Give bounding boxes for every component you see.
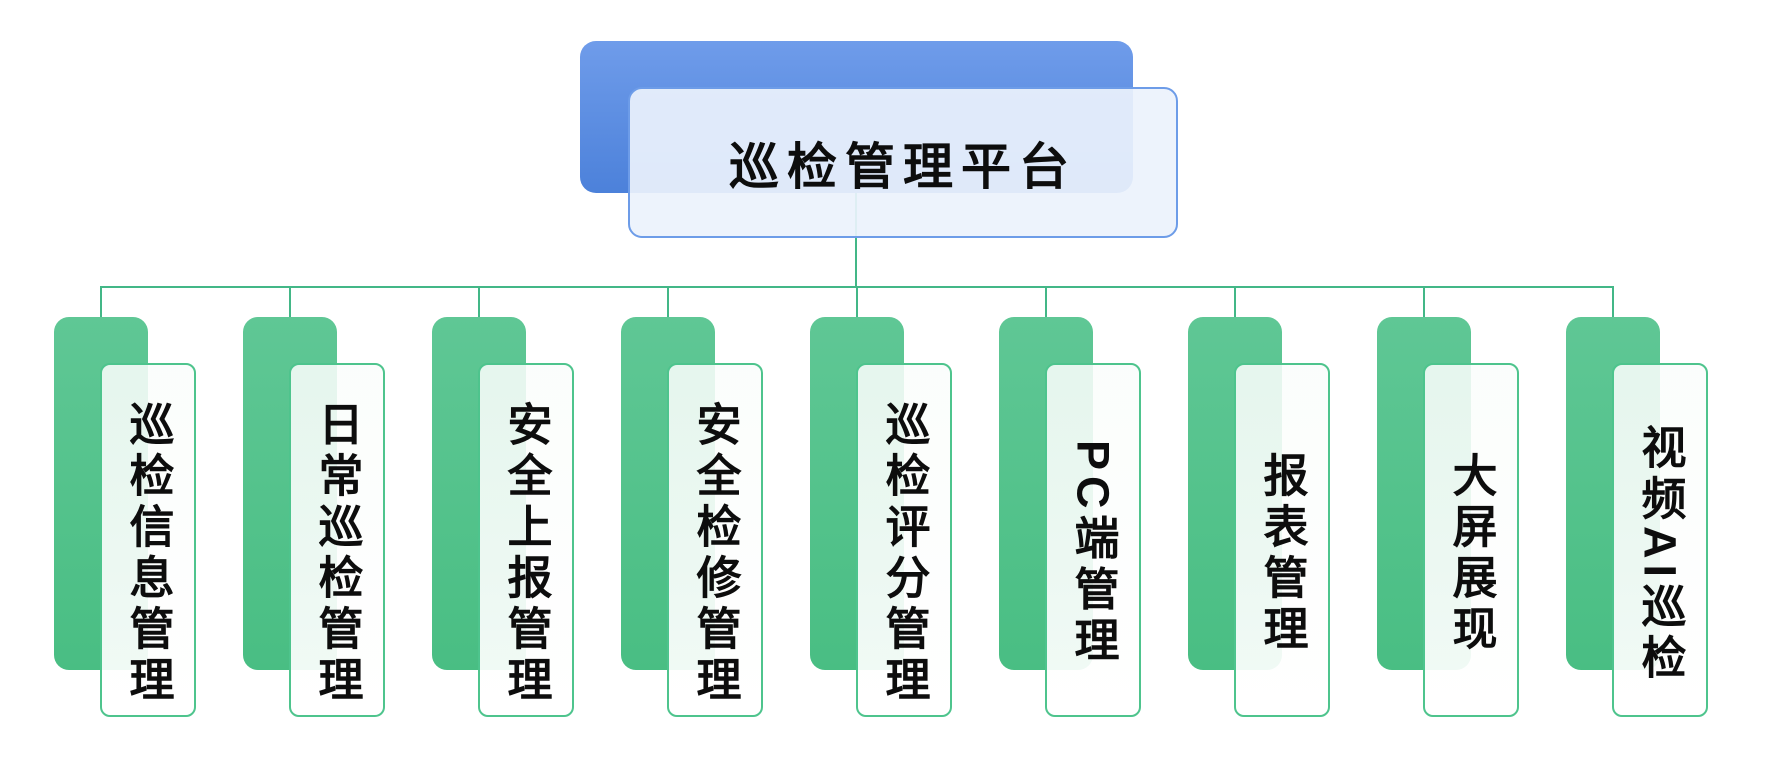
module-card: 视频AI巡检 [1612, 363, 1708, 717]
connector-drop [1423, 286, 1425, 320]
connector-drop [856, 286, 858, 320]
module-node: 大屏展现 [1377, 286, 1573, 722]
module-label: 安全检修管理 [689, 401, 741, 707]
module-card: PC端管理 [1045, 363, 1141, 717]
module-card: 日常巡检管理 [289, 363, 385, 717]
connector-drop [1234, 286, 1236, 320]
module-label: 大屏展现 [1445, 452, 1497, 656]
module-node: 安全检修管理 [621, 286, 817, 722]
module-node: 日常巡检管理 [243, 286, 439, 722]
connector-drop [289, 286, 291, 320]
module-card: 安全检修管理 [667, 363, 763, 717]
connector-drop [667, 286, 669, 320]
module-card: 巡检信息管理 [100, 363, 196, 717]
module-label: 巡检信息管理 [122, 401, 174, 707]
module-label: 安全上报管理 [500, 401, 552, 707]
connector-drop [1612, 286, 1614, 320]
module-label: 视频AI巡检 [1634, 423, 1686, 685]
title-label: 巡检管理平台 [729, 138, 1077, 195]
module-card: 大屏展现 [1423, 363, 1519, 717]
module-node: 安全上报管理 [432, 286, 628, 722]
title-node: 巡检管理平台 [628, 87, 1178, 238]
connector-title-drop [855, 193, 857, 288]
module-label: 报表管理 [1256, 452, 1308, 656]
module-node: 巡检信息管理 [54, 286, 250, 722]
module-node: 视频AI巡检 [1566, 286, 1762, 722]
connector-drop [1045, 286, 1047, 320]
module-card: 报表管理 [1234, 363, 1330, 717]
module-node: 报表管理 [1188, 286, 1384, 722]
module-node: PC端管理 [999, 286, 1195, 722]
module-label: 日常巡检管理 [311, 401, 363, 707]
module-card: 巡检评分管理 [856, 363, 952, 717]
connector-drop [100, 286, 102, 320]
module-card: 安全上报管理 [478, 363, 574, 717]
module-node: 巡检评分管理 [810, 286, 1006, 722]
module-label: PC端管理 [1067, 440, 1119, 668]
connector-drop [478, 286, 480, 320]
module-label: 巡检评分管理 [878, 401, 930, 707]
